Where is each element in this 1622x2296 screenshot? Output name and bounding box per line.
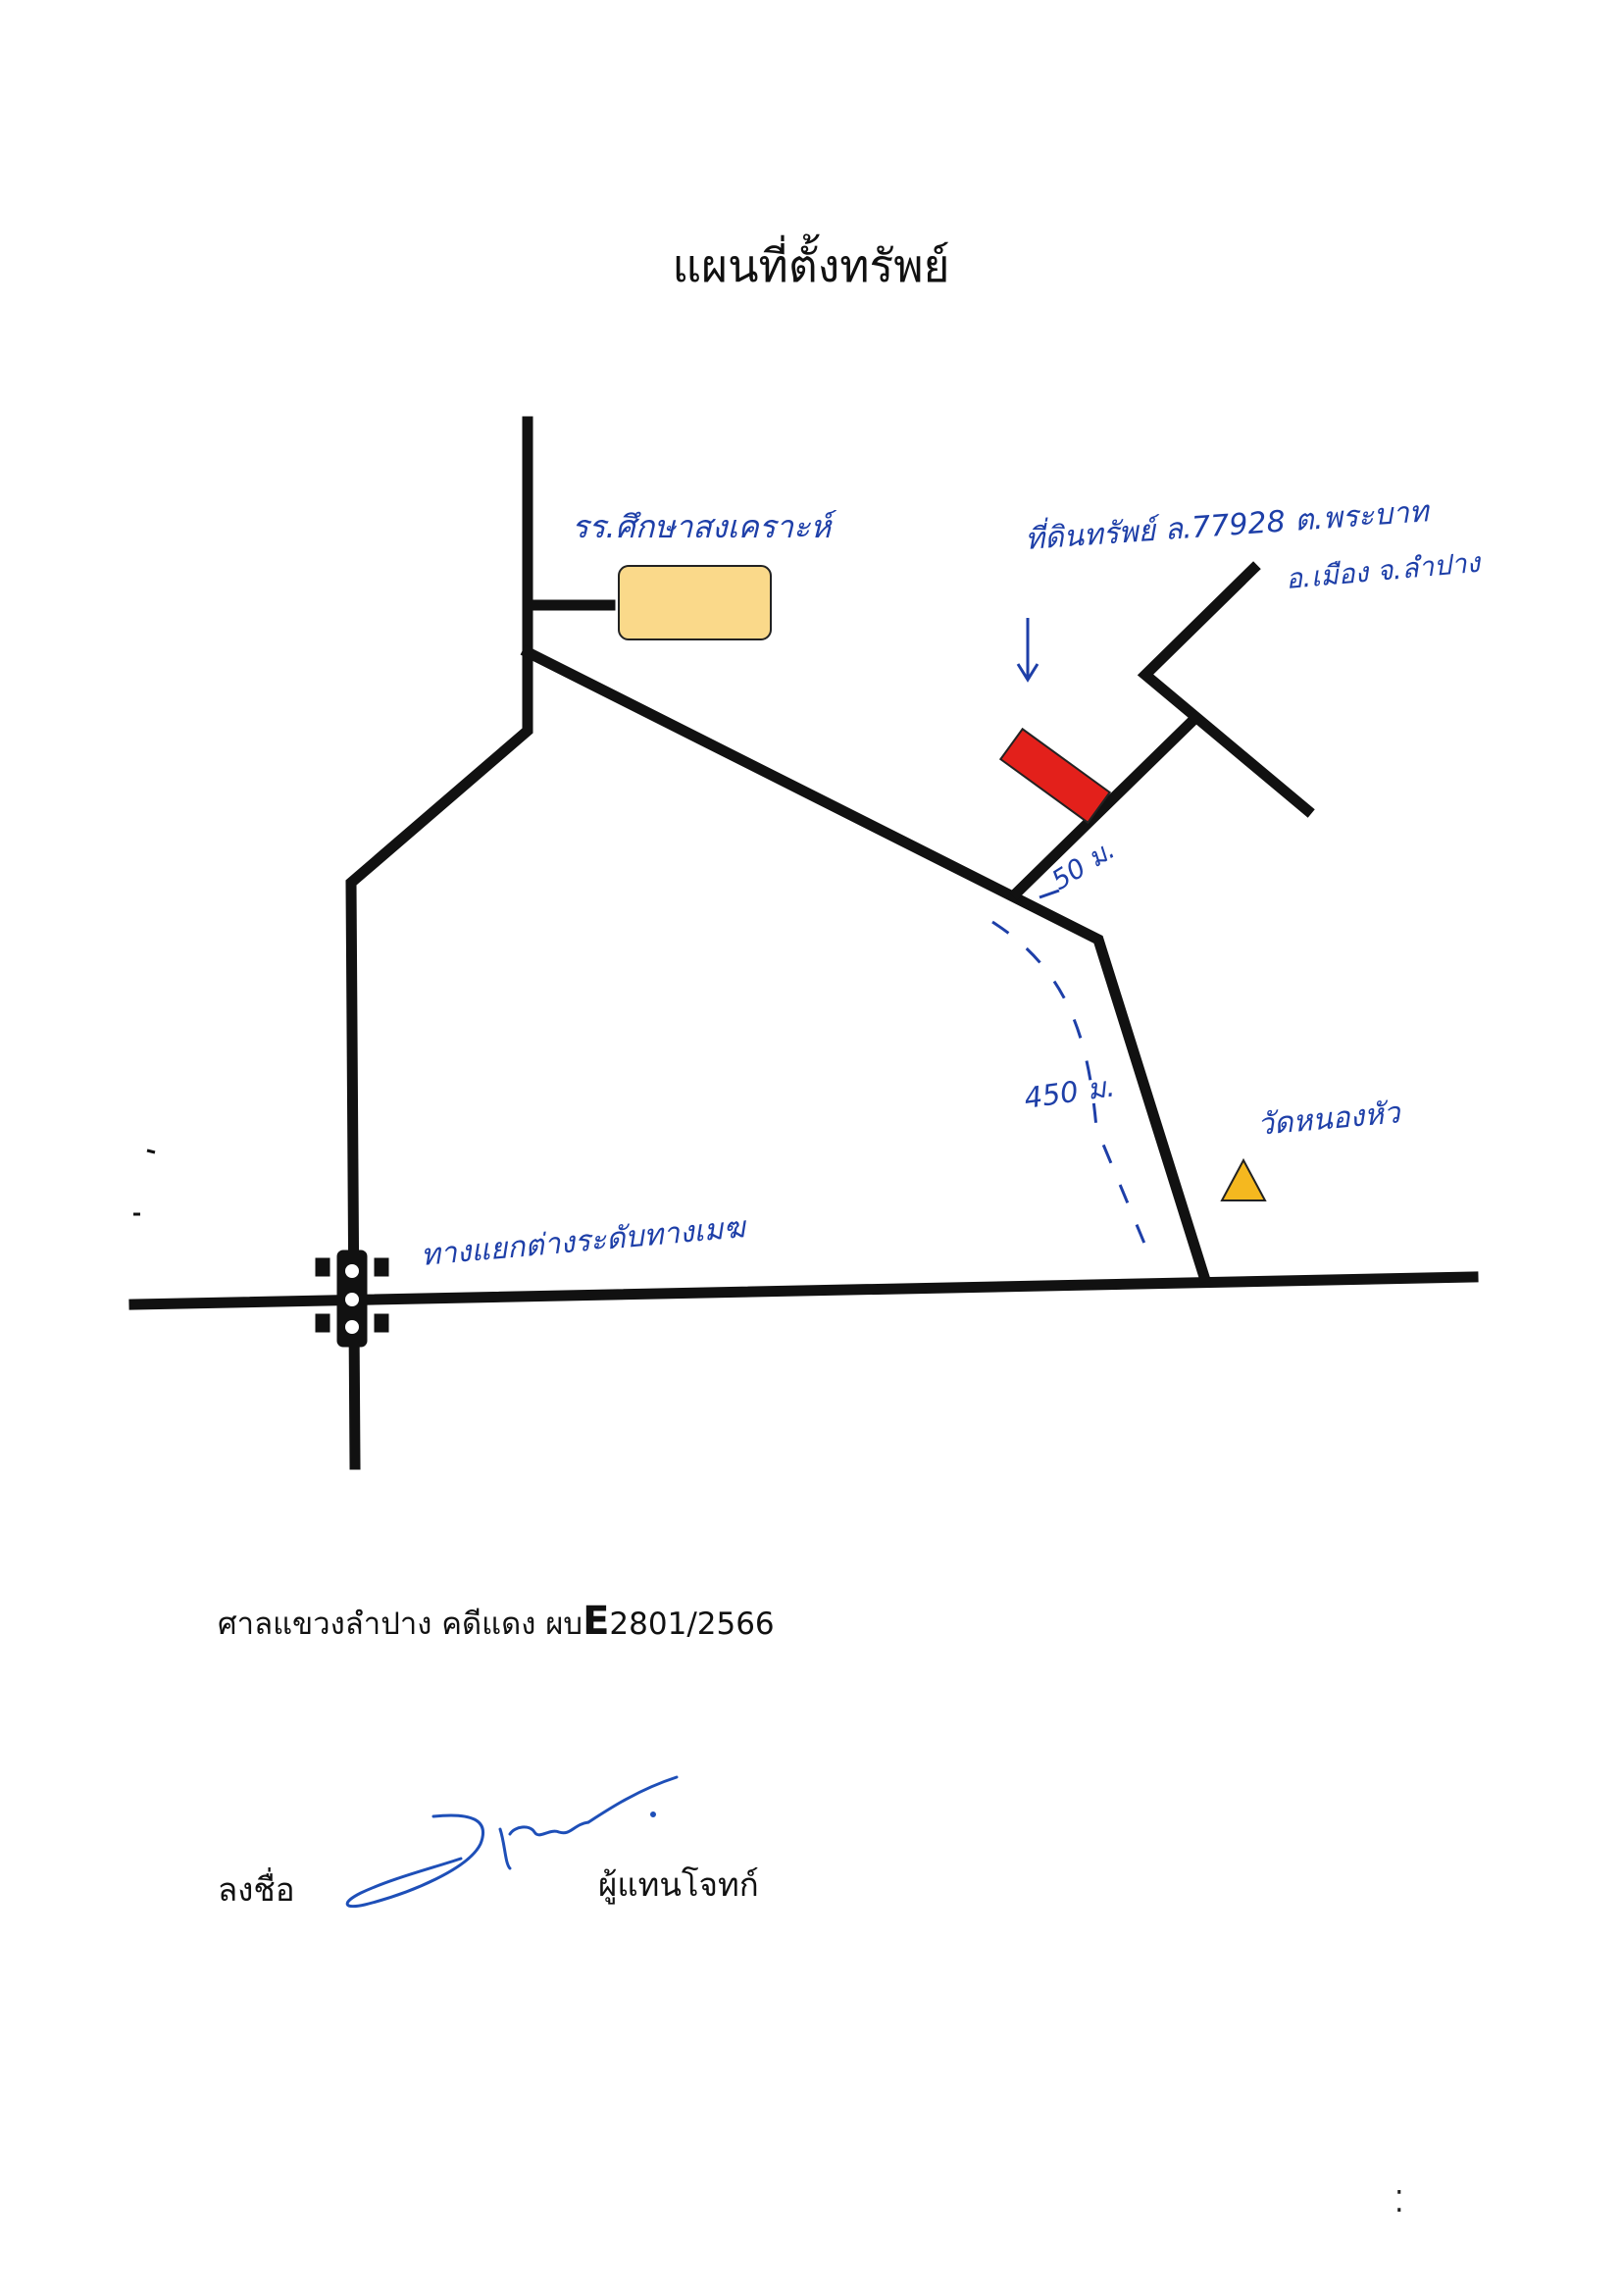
page-title: แผนที่ตั้งทรัพย์ <box>672 239 950 292</box>
interchange-label: ทางแยกต่างระดับทางเมฆ <box>420 1210 749 1273</box>
school-label: รร.ศึกษาสงเคราะห์ <box>572 508 836 545</box>
down-arrow-icon <box>1016 618 1039 683</box>
road-north-branch <box>345 416 533 1470</box>
school-building <box>618 565 772 640</box>
margin-mark <box>146 1148 156 1154</box>
signer-role: ผู้แทนโจทก์ <box>598 1865 759 1904</box>
temple-label: วัดหนองหัว <box>1256 1096 1404 1143</box>
signature-label: ลงชื่อ <box>218 1870 295 1909</box>
distance-long-label: 450 ม. <box>1022 1069 1117 1115</box>
property-plot <box>998 727 1112 825</box>
soi-road <box>1009 711 1202 900</box>
road-network <box>128 416 1479 1470</box>
road-main-horizontal <box>128 1271 1479 1310</box>
distance-path <box>991 920 1149 1251</box>
signature <box>345 1775 679 1909</box>
distance-short-label: 50 ม. <box>1046 835 1120 896</box>
page-mark: ⁚ <box>1394 2185 1404 2219</box>
case-letter: E <box>583 1599 610 1644</box>
property-label-line2: อ.เมือง จ.ลำปาง <box>1285 546 1484 595</box>
case-prefix: ศาลแขวงลำปาง คดีแดง ผบ <box>218 1607 583 1642</box>
warning-triangle-icon <box>1220 1157 1267 1201</box>
distance-short-tick <box>1039 889 1060 899</box>
traffic-light-icon <box>315 1250 389 1348</box>
road-diagonal <box>520 644 1211 1284</box>
soi-branch <box>1137 561 1315 818</box>
property-label-line1: ที่ดินทรัพย์ ล.77928 ต.พระบาท <box>1024 490 1432 557</box>
case-number-line: ศาลแขวงลำปาง คดีแดง ผบE2801/2566 <box>218 1599 775 1648</box>
case-number: 2801/2566 <box>609 1607 775 1642</box>
